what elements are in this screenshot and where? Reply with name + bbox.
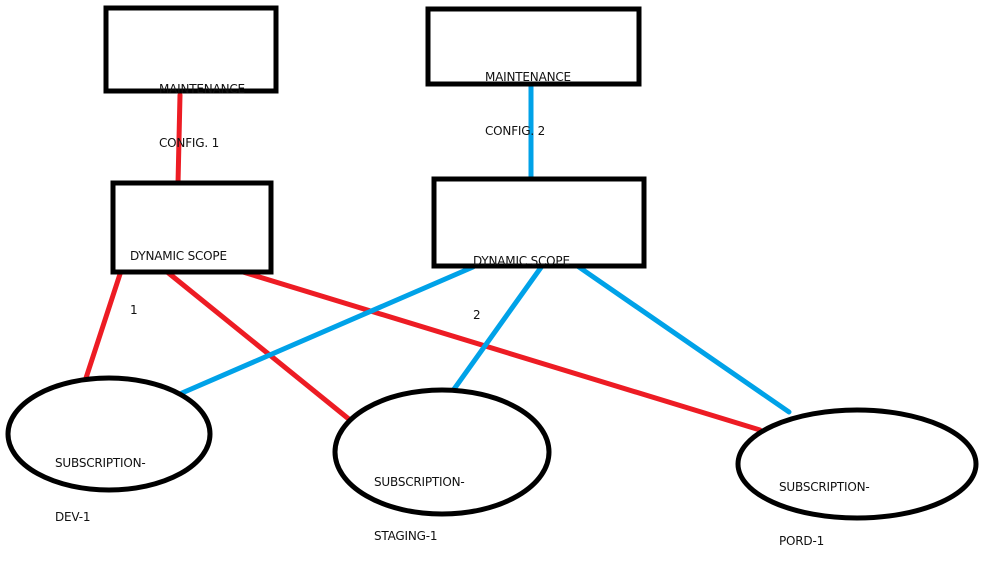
edge-scope2-to-staging1: [449, 263, 545, 395]
dynamic-scope-1-line2: 1: [130, 303, 138, 317]
maintenance-config-2-label: MAINTENANCE CONFIG. 2: [485, 32, 571, 158]
subscription-staging-1-label: SUBSCRIPTION- STAGING-1: [374, 437, 465, 563]
maintenance-config-1-line1: MAINTENANCE: [159, 82, 245, 96]
subscription-pord-1-line1: SUBSCRIPTION-: [779, 480, 870, 494]
dynamic-scope-2-label: DYNAMIC SCOPE 2: [473, 216, 570, 342]
subscription-pord-1-ellipse[interactable]: [735, 407, 979, 521]
diagram-canvas: [5, 5, 979, 521]
config1-edges: [83, 92, 763, 433]
maintenance-config-1-box[interactable]: [103, 5, 279, 94]
subscription-staging-1-ellipse[interactable]: [332, 387, 552, 517]
maintenance-config-2-line1: MAINTENANCE: [485, 70, 571, 84]
maintenance-config-1-line2: CONFIG. 1: [159, 136, 220, 150]
maintenance-config-1-label: MAINTENANCE CONFIG. 1: [159, 44, 245, 170]
subscription-dev-1-label: SUBSCRIPTION- DEV-1: [55, 418, 146, 544]
dynamic-scope-1-label: DYNAMIC SCOPE 1: [130, 211, 227, 337]
subscription-staging-1-line2: STAGING-1: [374, 529, 438, 543]
subscription-pord-1-label: SUBSCRIPTION- PORD-1: [779, 442, 870, 568]
dynamic-scope-1-box[interactable]: [110, 180, 274, 275]
maintenance-config-2-line2: CONFIG. 2: [485, 124, 546, 138]
subscription-dev-1-line2: DEV-1: [55, 510, 91, 524]
dynamic-scope-1-line1: DYNAMIC SCOPE: [130, 249, 227, 263]
subscription-dev-1-line1: SUBSCRIPTION-: [55, 456, 146, 470]
edge-scope1-to-pord1: [240, 269, 763, 433]
dynamic-scope-2-line1: DYNAMIC SCOPE: [473, 254, 570, 268]
subscription-staging-1-line1: SUBSCRIPTION-: [374, 475, 465, 489]
dynamic-scope-2-box[interactable]: [431, 176, 647, 269]
edge-scope1-to-dev1: [83, 268, 124, 381]
subscription-dev-1-ellipse[interactable]: [5, 375, 213, 493]
edge-scope1-to-staging1: [163, 268, 353, 423]
subscription-pord-1-line2: PORD-1: [779, 534, 825, 548]
dynamic-scope-2-line2: 2: [473, 308, 481, 322]
config2-edges: [179, 83, 792, 415]
maintenance-config-2-box[interactable]: [425, 6, 642, 87]
edge-config1-to-scope1: [175, 92, 183, 187]
edge-scope2-to-dev1: [179, 264, 476, 396]
edge-scope2-to-pord1: [573, 262, 792, 415]
